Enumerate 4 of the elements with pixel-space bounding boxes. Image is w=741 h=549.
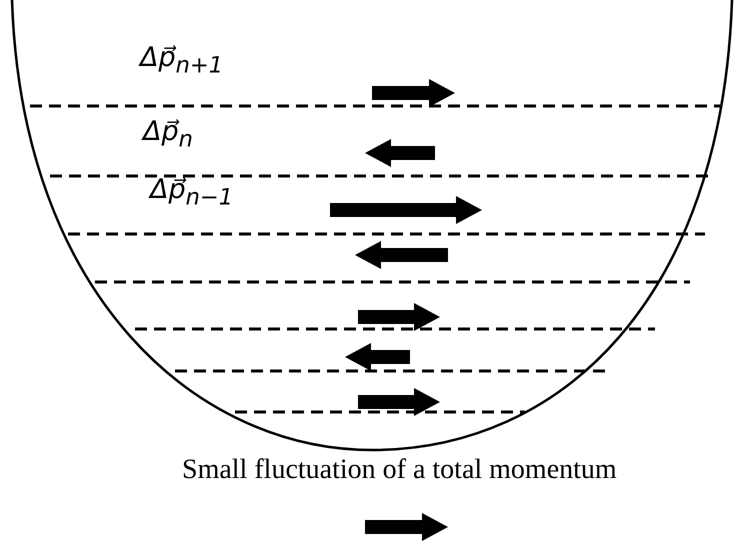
momentum-label: Δp⃗$_{n+1}$ bbox=[140, 44, 224, 77]
caption: Small fluctuation of a total momentum bbox=[182, 456, 617, 484]
momentum-label: Δp⃗$_{n−1}$ bbox=[150, 176, 234, 209]
momentum-label: Δp⃗$_{n}$ bbox=[143, 118, 193, 151]
